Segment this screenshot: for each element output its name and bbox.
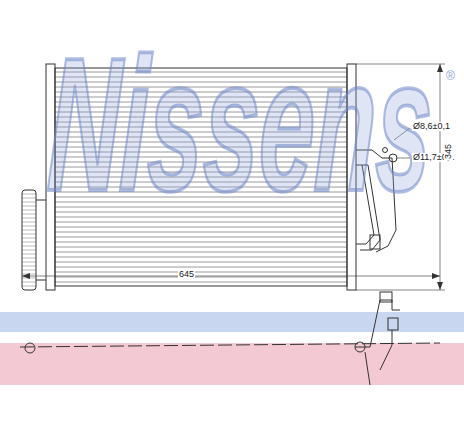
fin-line: [55, 267, 347, 268]
fin-line: [55, 232, 347, 233]
dryer-line: [22, 206, 36, 207]
dryer-line: [22, 258, 36, 259]
fin-line: [55, 242, 347, 243]
fin-line: [55, 277, 347, 278]
dryer-line: [22, 282, 36, 283]
fin-line: [55, 252, 347, 253]
trademark: ®: [446, 70, 455, 82]
dryer-line: [22, 222, 36, 223]
dryer-line: [22, 198, 36, 199]
fin-line: [55, 247, 347, 248]
dryer-line: [22, 194, 36, 195]
dryer-line: [22, 234, 36, 235]
dimension: Ø8,6±0,1: [412, 122, 451, 131]
dryer-line: [22, 238, 36, 239]
blue-band: [0, 312, 464, 332]
fin-line: [55, 222, 347, 223]
dryer-line: [22, 246, 36, 247]
dryer-line: [22, 202, 36, 203]
dryer-line: [22, 262, 36, 263]
dryer-line: [22, 254, 36, 255]
dimension: 645: [178, 270, 195, 279]
fin-line: [55, 237, 347, 238]
dryer-line: [22, 226, 36, 227]
dryer-line: [22, 250, 36, 251]
dryer-line: [22, 214, 36, 215]
fin-line: [55, 262, 347, 263]
fin-line: [55, 227, 347, 228]
dryer-line: [22, 286, 36, 287]
dimension: 345: [444, 143, 453, 160]
fin-line: [55, 272, 347, 273]
dryer-line: [22, 270, 36, 271]
fin-line: [55, 257, 347, 258]
dryer-line: [22, 210, 36, 211]
watermark: Nissens: [45, 28, 436, 218]
dryer-line: [22, 242, 36, 243]
pink-band: [0, 343, 464, 385]
dryer-line: [22, 230, 36, 231]
dryer-line: [22, 266, 36, 267]
dryer-line: [22, 218, 36, 219]
fin-line: [55, 282, 347, 283]
